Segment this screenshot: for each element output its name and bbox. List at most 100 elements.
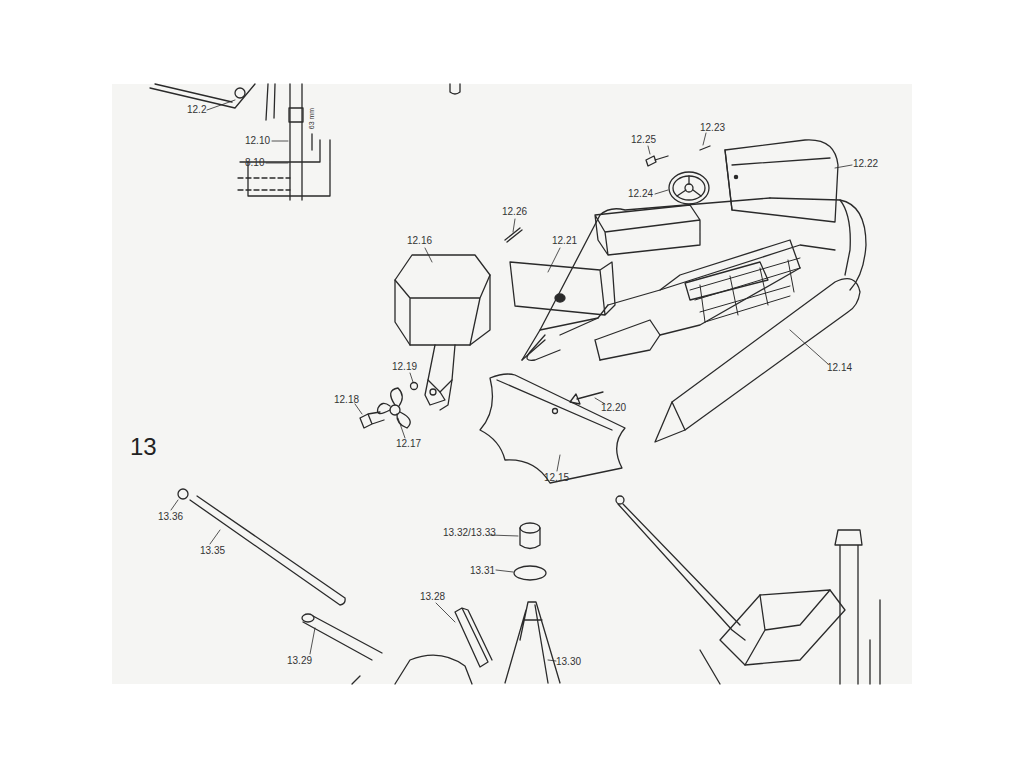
paper-ground — [112, 84, 912, 684]
bar-13-28 — [455, 608, 492, 667]
propeller — [360, 383, 418, 429]
callout-number: 12.19 — [391, 361, 418, 373]
bollard-13-32 — [520, 528, 540, 549]
leader-lines — [548, 660, 556, 661]
steering-wheel — [669, 172, 709, 204]
screws — [570, 392, 603, 404]
stand-cradle — [835, 530, 862, 684]
callout-number: 12.26 — [501, 206, 528, 218]
dimension-text: 63 mm — [307, 107, 316, 130]
callout-number: 12.17 — [395, 438, 422, 450]
inflatable-boat — [600, 268, 800, 360]
frame-13-30 — [352, 655, 472, 684]
seat-benches — [595, 205, 700, 255]
leader-lines — [648, 146, 650, 154]
transom-board — [497, 380, 612, 430]
rod-13-35 — [178, 489, 188, 499]
transom-board — [480, 374, 625, 483]
frame-13-30 — [505, 602, 560, 683]
inflatable-boat — [690, 258, 800, 322]
leader-lines — [171, 100, 852, 661]
bollard-13-32 — [514, 566, 546, 580]
stand-cradle — [720, 590, 845, 665]
windshield — [734, 175, 737, 178]
propeller — [360, 412, 384, 428]
mast-fragment — [266, 84, 275, 120]
inflatable-boat — [655, 279, 860, 442]
stand-cradle — [700, 650, 720, 684]
bollard-13-32 — [514, 523, 546, 580]
callout-number: 12.20 — [600, 402, 627, 414]
screws — [700, 146, 710, 150]
leader-lines — [790, 330, 828, 364]
callout-number: 12.16 — [406, 235, 433, 247]
tube-13-29 — [302, 614, 314, 622]
inflatable-boat — [685, 262, 768, 300]
rod-13-35 — [190, 496, 345, 605]
leader-lines — [207, 100, 235, 110]
inflatable-boat — [608, 245, 835, 305]
inflatable-boat — [527, 335, 560, 360]
steering-wheel — [673, 176, 705, 200]
inflatable-boat — [700, 260, 794, 322]
leader-lines — [171, 500, 178, 510]
callout-number: 13.32/13.33 — [442, 527, 497, 539]
screws — [646, 156, 668, 166]
leader-lines — [410, 373, 413, 382]
transom-board — [480, 374, 625, 483]
frame-13-30 — [352, 602, 560, 684]
tube-13-29 — [302, 614, 382, 660]
inflatable-boat — [595, 320, 660, 360]
davit-rod — [616, 496, 745, 640]
inflatable-boat — [522, 198, 770, 360]
leader-lines — [496, 570, 513, 572]
leader-lines — [266, 163, 288, 164]
callout-number: 13.30 — [555, 656, 582, 668]
callout-number: 13.31 — [469, 565, 496, 577]
inflatable-boat — [522, 198, 866, 442]
callout-number: 12.15 — [543, 472, 570, 484]
leader-lines — [310, 628, 315, 654]
callout-number: 13.35 — [199, 545, 226, 557]
leader-lines — [355, 404, 362, 414]
callout-number: 8.10 — [244, 157, 265, 169]
leader-lines — [272, 141, 288, 142]
outboard-motor — [395, 255, 490, 345]
propeller — [390, 405, 400, 415]
rod-13-35 — [178, 489, 345, 605]
mast-fragment — [289, 108, 303, 122]
steering-wheel — [669, 172, 709, 204]
step-number: 13 — [129, 434, 158, 460]
mast-fragment — [450, 84, 460, 94]
outboard-motor — [395, 255, 490, 410]
steering-wheel — [685, 184, 693, 192]
callout-number: 12.23 — [699, 122, 726, 134]
callout-number: 12.24 — [627, 188, 654, 200]
mast-fragment — [235, 88, 245, 98]
windshield — [725, 140, 838, 222]
mast-fragment — [150, 84, 460, 200]
inflatable-boat — [672, 402, 685, 430]
transom-board — [553, 409, 558, 414]
callout-number: 12.22 — [852, 158, 879, 170]
davit-rod — [616, 496, 624, 504]
propeller — [411, 383, 418, 390]
outboard-motor — [430, 389, 436, 395]
seat-benches — [510, 205, 700, 315]
leader-lines — [436, 603, 455, 622]
leader-lines — [398, 418, 405, 438]
callout-number: 12.2 — [186, 104, 207, 116]
mast-fragment — [155, 84, 232, 102]
leader-lines — [425, 248, 432, 262]
bollard-13-32 — [520, 523, 540, 533]
leader-lines — [210, 530, 220, 544]
leader-lines — [557, 455, 560, 471]
callout-number: 12.18 — [333, 394, 360, 406]
inflatable-boat — [560, 318, 598, 335]
callout-number: 13.29 — [286, 655, 313, 667]
leader-lines — [835, 165, 852, 168]
mast-fragment — [311, 134, 312, 150]
leader-lines — [703, 133, 706, 145]
outboard-motor — [395, 275, 490, 345]
